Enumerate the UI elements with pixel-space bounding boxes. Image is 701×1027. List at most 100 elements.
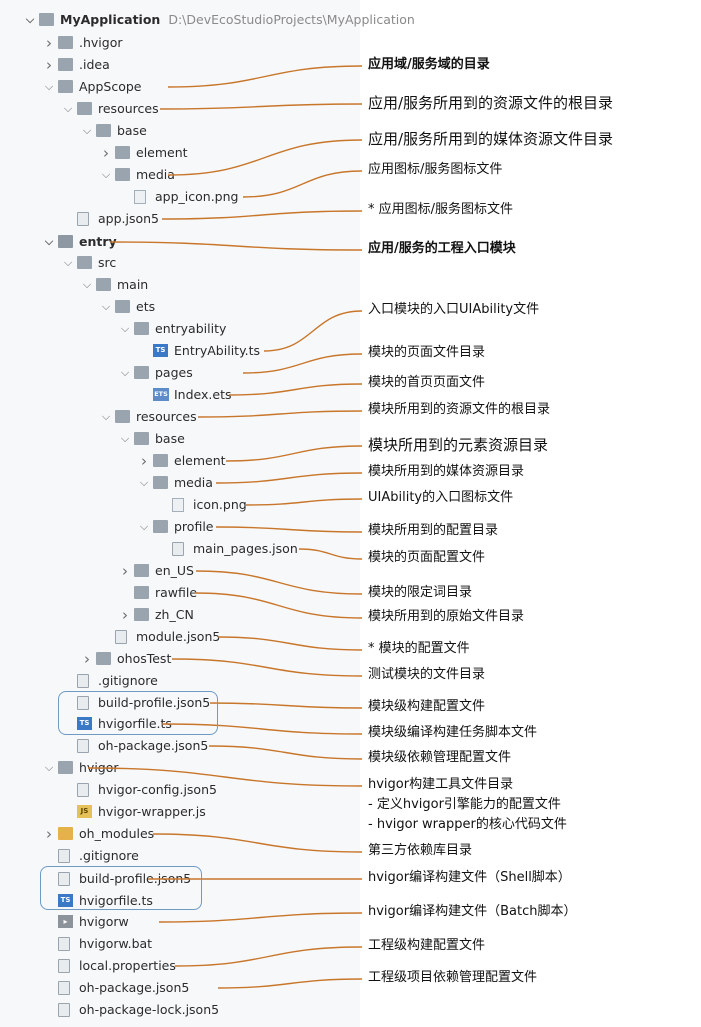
tree-file-row[interactable]: oh-package.json5	[0, 736, 360, 756]
chevron-down-icon[interactable]: ⌵	[82, 278, 92, 291]
tree-item-label: resources	[136, 407, 197, 427]
chevron-down-icon[interactable]: ⌵	[25, 13, 35, 26]
tree-folder-row[interactable]: ⌵entry	[0, 232, 360, 252]
file-icon	[58, 872, 70, 886]
tree-folder-row[interactable]: rawfile	[0, 583, 360, 603]
connector-line	[161, 723, 363, 735]
tree-folder-row[interactable]: ⌵ ets	[0, 297, 360, 317]
chevron-down-icon[interactable]: ⌵	[120, 366, 130, 379]
tree-item-label: build-profile.json5	[98, 693, 210, 713]
tree-folder-row[interactable]: › ohosTest	[0, 649, 360, 669]
tree-item-label: entryability	[155, 319, 226, 339]
chevron-down-icon[interactable]: ⌵	[63, 102, 73, 115]
tree-file-row[interactable]: build-profile.json5	[0, 693, 360, 713]
folder-icon	[134, 366, 149, 379]
tree-folder-row[interactable]: › oh_modules	[0, 824, 360, 844]
tree-folder-row[interactable]: ⌵media	[0, 165, 360, 185]
annotation-text: hvigor构建工具文件目录	[368, 777, 514, 792]
tree-folder-row[interactable]: ›zh_CN	[0, 605, 360, 625]
tree-folder-row[interactable]: ⌵ profile	[0, 517, 360, 537]
connector-line	[215, 526, 363, 533]
tree-file-row[interactable]: ▸hvigorw	[0, 912, 360, 932]
file-icon	[58, 937, 70, 951]
tree-item-name: .gitignore	[98, 673, 158, 688]
tree-folder-row[interactable]: › element	[0, 451, 360, 471]
tree-folder-row[interactable]: ⌵resources	[0, 99, 360, 119]
tree-item-label: hvigor-config.json5	[98, 780, 217, 800]
tree-file-row[interactable]: oh-package.json5	[0, 978, 360, 998]
tree-file-row[interactable]: build-profile.json5	[0, 869, 360, 889]
chevron-right-icon[interactable]: ›	[46, 56, 52, 74]
annotation-text: hvigor编译构建文件（Batch脚本）	[368, 904, 577, 919]
tree-item-name: ohosTest	[117, 651, 172, 666]
tree-file-row[interactable]: .gitignore	[0, 671, 360, 691]
chevron-down-icon[interactable]: ⌵	[139, 476, 149, 489]
chevron-right-icon[interactable]: ›	[46, 825, 52, 843]
tree-file-row[interactable]: local.properties	[0, 956, 360, 976]
tree-file-row[interactable]: app.json5	[0, 209, 360, 229]
tree-item-label: ets	[136, 297, 155, 317]
chevron-down-icon[interactable]: ⌵	[63, 256, 73, 269]
tree-folder-row[interactable]: ⌵ media	[0, 473, 360, 493]
tree-folder-row[interactable]: › element	[0, 143, 360, 163]
annotation-text: * 应用图标/服务图标文件	[368, 202, 514, 217]
tree-file-row[interactable]: app_icon.png	[0, 187, 360, 207]
ets-file-icon: ETS	[153, 388, 169, 401]
tree-folder-row[interactable]: › en_US	[0, 561, 360, 581]
tree-item-label: profile	[174, 517, 213, 537]
tree-folder-row[interactable]: ›.idea	[0, 55, 360, 75]
annotation-text: 模块级依赖管理配置文件	[368, 750, 512, 765]
tree-file-row[interactable]: hvigor-config.json5	[0, 780, 360, 800]
tree-item-name: oh_modules	[79, 826, 155, 841]
chevron-right-icon[interactable]: ›	[141, 452, 147, 470]
chevron-down-icon[interactable]: ⌵	[120, 322, 130, 335]
chevron-down-icon[interactable]: ⌵	[101, 168, 111, 181]
tree-folder-row[interactable]: ⌵src	[0, 253, 360, 273]
tree-item-label: en_US	[155, 561, 194, 581]
tree-item-label: element	[174, 451, 226, 471]
chevron-down-icon[interactable]: ⌵	[139, 520, 149, 533]
tree-file-row[interactable]: main_pages.json	[0, 539, 360, 559]
chevron-right-icon[interactable]: ›	[46, 34, 52, 52]
tree-folder-row[interactable]: ⌵base	[0, 429, 360, 449]
connector-line	[298, 548, 363, 560]
tree-file-row[interactable]: module.json5	[0, 627, 360, 647]
tree-file-row[interactable]: oh-package-lock.json5	[0, 1000, 360, 1020]
tree-item-label: element	[136, 143, 188, 163]
chevron-down-icon[interactable]: ⌵	[82, 124, 92, 137]
connector-line	[158, 912, 363, 923]
tree-folder-row[interactable]: ⌵main	[0, 275, 360, 295]
tree-file-row[interactable]: hvigorw.bat	[0, 934, 360, 954]
tree-folder-row[interactable]: ⌵ resources	[0, 407, 360, 427]
tree-folder-row[interactable]: ⌵AppScope	[0, 77, 360, 97]
chevron-right-icon[interactable]: ›	[122, 606, 128, 624]
chevron-down-icon[interactable]: ⌵	[101, 300, 111, 313]
chevron-down-icon[interactable]: ⌵	[44, 761, 54, 774]
tree-folder-row[interactable]: ›.hvigor	[0, 33, 360, 53]
tree-item-label: media	[174, 473, 213, 493]
chevron-down-icon[interactable]: ⌵	[120, 432, 130, 445]
annotation-text: 模块所用到的原始文件目录	[368, 609, 525, 624]
chevron-down-icon[interactable]: ⌵	[44, 235, 54, 248]
chevron-right-icon[interactable]: ›	[103, 144, 109, 162]
tree-folder-row[interactable]: ⌵ entryability	[0, 319, 360, 339]
tree-folder-row[interactable]: ⌵pages	[0, 363, 360, 383]
tree-file-row[interactable]: .gitignore	[0, 846, 360, 866]
chevron-down-icon[interactable]: ⌵	[44, 80, 54, 93]
tree-folder-row[interactable]: ⌵base	[0, 121, 360, 141]
tree-file-row[interactable]: icon.png	[0, 495, 360, 515]
chevron-right-icon[interactable]: ›	[122, 562, 128, 580]
chevron-down-icon[interactable]: ⌵	[101, 410, 111, 423]
connector-line	[228, 383, 363, 396]
typescript-file-icon: TS	[58, 894, 73, 907]
annotation-text: 模块的首页页面文件	[368, 375, 486, 390]
tree-item-name: hvigorw	[79, 914, 129, 929]
chevron-right-icon[interactable]: ›	[84, 650, 90, 668]
connector-line	[87, 767, 363, 787]
